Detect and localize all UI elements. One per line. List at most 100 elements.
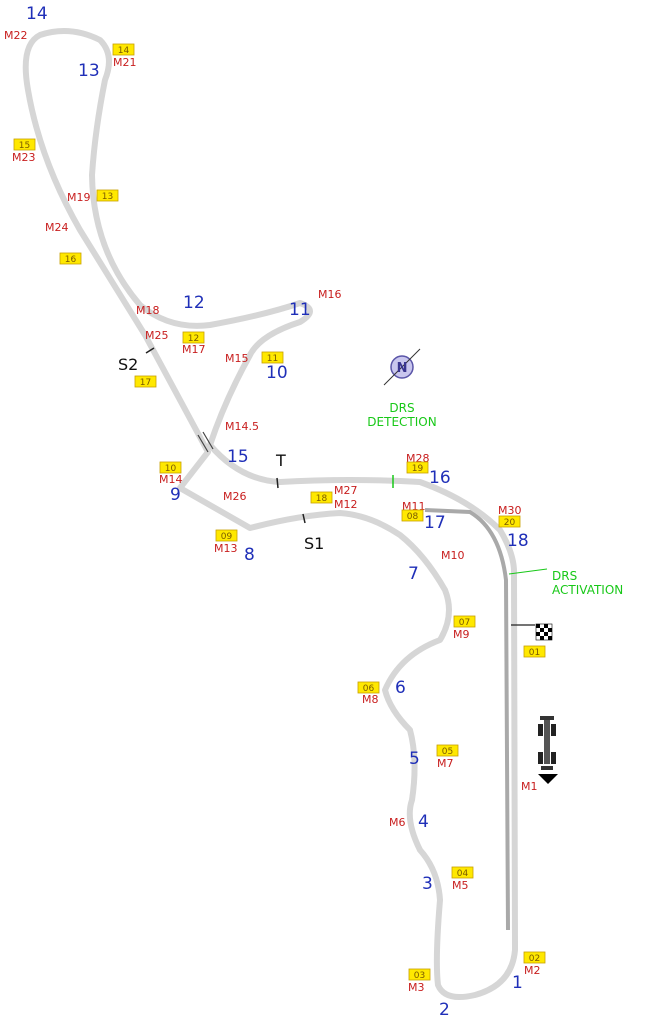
turn-number: 16	[429, 468, 451, 488]
sector-line-s1	[302, 513, 306, 524]
marker-label: M9	[453, 628, 470, 641]
svg-text:18: 18	[316, 494, 328, 504]
marker-label: M18	[136, 304, 160, 317]
sign: 01	[523, 645, 546, 658]
marker-label: M14	[159, 473, 183, 486]
marker-label: M19	[67, 191, 91, 204]
svg-text:12: 12	[188, 334, 199, 344]
svg-text:19: 19	[412, 464, 424, 474]
checkered-flag-icon	[535, 623, 553, 641]
svg-text:13: 13	[102, 192, 113, 202]
turn-number: 15	[227, 447, 249, 467]
marker-label: M23	[12, 151, 36, 164]
marshal-signs: 01 02 03 04 05 06 07 08 09 10 11 12 13 1…	[13, 43, 546, 981]
turn-number: 2	[439, 1000, 450, 1020]
marker-label: M1	[521, 780, 538, 793]
sign: 18	[310, 491, 333, 504]
svg-text:09: 09	[221, 532, 233, 542]
turn-numbers: 1 2 3 4 5 6 7 8 9 10 11 12 13 14 15 16 1…	[26, 4, 529, 1020]
svg-text:16: 16	[65, 255, 77, 265]
marker-label: M12	[334, 498, 358, 511]
marker-label: M26	[223, 490, 247, 503]
marker-label: M25	[145, 329, 169, 342]
marker-label: M21	[113, 56, 137, 69]
svg-text:14: 14	[118, 46, 130, 56]
turn-number: 5	[409, 749, 420, 769]
timing-label-t: T	[275, 451, 286, 470]
sign: 16	[59, 252, 82, 265]
north-compass-icon: N	[383, 348, 421, 386]
sector-label-s1: S1	[304, 534, 324, 553]
marker-label: M14.5	[225, 420, 259, 433]
turn-number: 11	[289, 300, 311, 320]
svg-text:01: 01	[529, 648, 540, 658]
turn-number: 1	[512, 973, 523, 993]
race-car-icon	[538, 716, 558, 784]
sign: 08	[401, 509, 424, 522]
marker-label: M24	[45, 221, 69, 234]
sign: 05	[436, 744, 459, 757]
sign: 13	[96, 189, 119, 202]
sign: 10	[159, 461, 182, 474]
track	[22, 28, 518, 1000]
svg-text:05: 05	[442, 747, 453, 757]
sign: 14	[112, 43, 135, 56]
marker-label: M15	[225, 352, 249, 365]
turn-number: 6	[395, 678, 406, 698]
svg-text:03: 03	[414, 971, 425, 981]
svg-text:07: 07	[459, 618, 470, 628]
marker-label: M8	[362, 693, 379, 706]
pit-lane	[424, 508, 510, 931]
turn-number: 12	[183, 293, 205, 313]
sign: 07	[453, 615, 476, 628]
sign: 09	[215, 529, 238, 542]
marker-label: M5	[452, 879, 469, 892]
turn-number: 14	[26, 4, 48, 24]
pit-line-a	[197, 434, 209, 453]
svg-text:08: 08	[407, 512, 419, 522]
marker-label: M6	[389, 816, 406, 829]
svg-text:06: 06	[363, 684, 375, 694]
svg-text:04: 04	[457, 869, 469, 879]
sign: 17	[134, 375, 157, 388]
svg-text:11: 11	[267, 354, 278, 364]
sector-label-s2: S2	[118, 355, 138, 374]
sign: 03	[408, 968, 431, 981]
pit-line-b	[202, 431, 214, 450]
sign: 06	[357, 681, 380, 694]
turn-number: 3	[422, 874, 433, 894]
turn-number: 4	[418, 812, 429, 832]
marker-label: M30	[498, 504, 522, 517]
drs-detection-label: DRS	[389, 401, 414, 415]
svg-text:10: 10	[165, 464, 177, 474]
marker-label: M10	[441, 549, 465, 562]
turn-number: 17	[424, 513, 446, 533]
drs-detection-label: DETECTION	[367, 415, 436, 429]
marker-label: M27	[334, 484, 358, 497]
turn-number: 13	[78, 61, 100, 81]
turn-number: 10	[266, 363, 288, 383]
marker-label: M16	[318, 288, 342, 301]
sign: 11	[261, 351, 284, 364]
turn-number: 18	[507, 531, 529, 551]
sign: 19	[406, 461, 429, 474]
drs-activation-label: ACTIVATION	[552, 583, 623, 597]
drs-activation-line	[508, 568, 548, 575]
drs-activation-label: DRS	[552, 569, 577, 583]
turn-number: 8	[244, 545, 255, 565]
sign: 02	[523, 951, 546, 964]
svg-text:02: 02	[529, 954, 540, 964]
sign: 20	[498, 515, 521, 528]
marker-label: M17	[182, 343, 206, 356]
svg-text:20: 20	[504, 518, 516, 528]
sign: 15	[13, 138, 36, 151]
svg-text:N: N	[397, 361, 408, 376]
marker-label: M22	[4, 29, 28, 42]
timing-line-t	[276, 477, 279, 489]
turn-number: 7	[408, 564, 419, 584]
svg-text:17: 17	[140, 378, 151, 388]
marker-label: M7	[437, 757, 454, 770]
sign: 04	[451, 866, 474, 879]
sign: 12	[182, 331, 205, 344]
